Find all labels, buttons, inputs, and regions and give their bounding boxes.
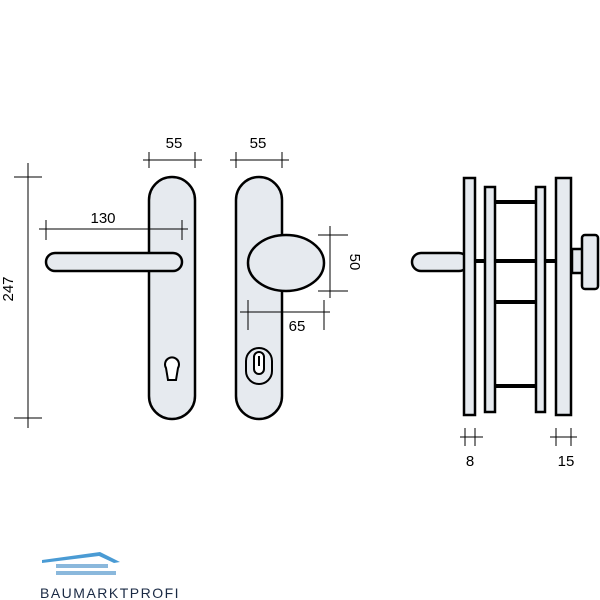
dim-lever-length: 130 bbox=[90, 210, 115, 227]
cylinder-keyhole bbox=[164, 356, 180, 381]
side-plate-inner-right bbox=[534, 185, 547, 414]
logo-bar-bottom bbox=[56, 571, 116, 575]
dim-inner-thickness: 8 bbox=[466, 453, 474, 470]
front-plate-view bbox=[44, 175, 197, 421]
front-plate bbox=[147, 175, 197, 421]
roof-icon bbox=[42, 552, 120, 563]
logo-bar-top bbox=[56, 564, 108, 568]
knob bbox=[246, 233, 326, 293]
side-knob bbox=[580, 233, 600, 291]
brand-name: BAUMARKTPROFI bbox=[40, 585, 180, 600]
dim-back-plate-width: 55 bbox=[250, 135, 267, 152]
dim-knob-offset: 65 bbox=[289, 318, 306, 335]
dim-front-plate-width: 55 bbox=[166, 135, 183, 152]
brand-logo: BAUMARKTPROFI bbox=[40, 552, 180, 600]
side-plate-outer-right bbox=[554, 176, 573, 417]
dimension-lines bbox=[14, 152, 577, 446]
dim-outer-thickness: 15 bbox=[558, 453, 575, 470]
side-lever-stub bbox=[410, 251, 470, 273]
dim-height: 247 bbox=[0, 276, 17, 301]
lever-handle bbox=[44, 251, 184, 273]
dim-knob-height: 50 bbox=[346, 254, 363, 271]
side-view bbox=[410, 176, 600, 417]
side-plate-outer-left bbox=[462, 176, 477, 417]
side-plate-inner-left bbox=[483, 185, 497, 414]
back-plate-view bbox=[234, 175, 326, 421]
